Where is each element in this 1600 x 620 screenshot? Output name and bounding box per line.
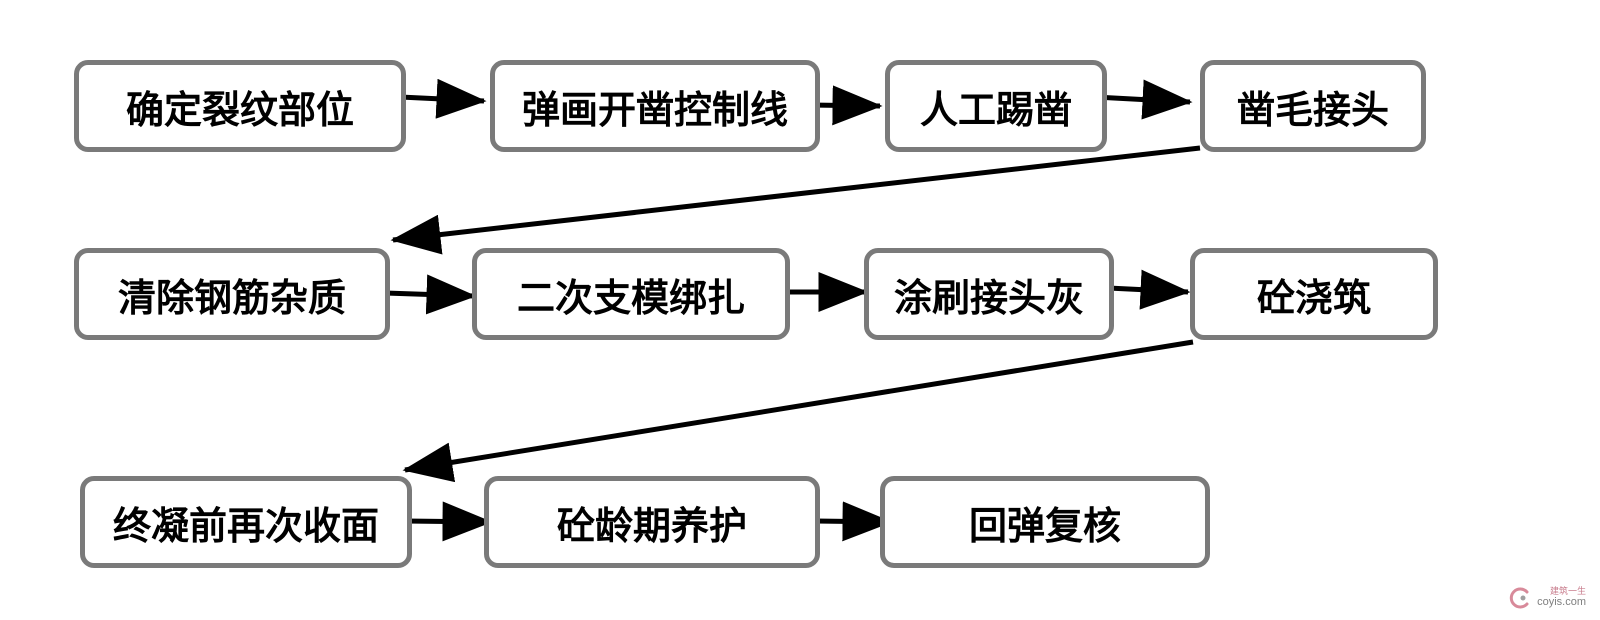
step-box-2: 弹画开凿控制线 xyxy=(490,60,820,152)
arrow-step4-to-step5 xyxy=(390,145,1201,255)
step-box-10: 砼龄期养护 xyxy=(484,476,820,568)
step-box-5: 清除钢筋杂质 xyxy=(74,248,390,340)
step-box-9: 终凝前再次收面 xyxy=(80,476,412,568)
watermark: 建筑一生 coyis.com xyxy=(1509,586,1586,610)
watermark-url-text: coyis.com xyxy=(1537,596,1586,608)
arrow-step9-to-step10 xyxy=(404,501,493,542)
step-box-4: 凿毛接头 xyxy=(1200,60,1426,152)
arrow-step10-to-step11 xyxy=(814,501,893,542)
arrow-step1-to-step2 xyxy=(399,78,487,119)
step-box-3: 人工踢凿 xyxy=(885,60,1107,152)
arrow-step8-to-step9 xyxy=(402,339,1194,483)
step-box-6: 二次支模绑扎 xyxy=(472,248,790,340)
watermark-logo-icon xyxy=(1509,587,1529,609)
arrow-step7-to-step8 xyxy=(1107,269,1191,310)
arrow-step3-to-step4 xyxy=(1094,79,1193,120)
step-box-1: 确定裂纹部位 xyxy=(74,60,406,152)
arrow-step5-to-step6 xyxy=(384,274,477,315)
step-box-8: 砼浇筑 xyxy=(1190,248,1438,340)
step-box-7: 涂刷接头灰 xyxy=(864,248,1114,340)
watermark-chinese-text: 建筑一生 xyxy=(1549,587,1586,597)
step-box-11: 回弹复核 xyxy=(880,476,1210,568)
arrow-step2-to-step3 xyxy=(809,85,883,126)
